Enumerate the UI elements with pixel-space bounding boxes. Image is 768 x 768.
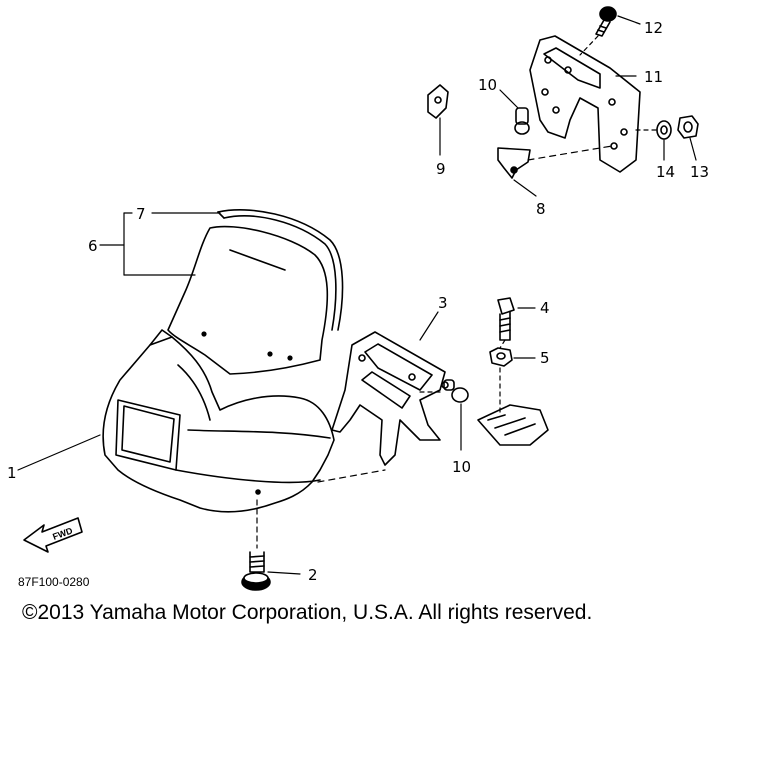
callout-2: 2 [308,566,318,584]
part-13-nut [677,115,699,139]
part-1-fairing [102,329,335,513]
callout-13: 13 [690,163,709,181]
mounting-plate [477,404,549,446]
copyright-notice: ©2013 Yamaha Motor Corporation, U.S.A. A… [22,601,593,624]
part-10-grommet-upper [514,107,530,135]
part-4-bolt [497,297,515,341]
callout-14: 14 [656,163,675,181]
part-9-clip [427,84,449,119]
callout-12: 12 [644,19,663,37]
callout-11: 11 [644,68,663,86]
callout-9: 9 [436,160,446,178]
part-5-nut [489,347,513,367]
part-3-bracket [331,331,449,466]
callout-8: 8 [536,200,546,218]
part-14-washer [656,120,672,140]
exploded-parts-diagram: FWD [7,6,709,591]
part-12-screw [595,6,617,37]
callout-4: 4 [540,299,550,317]
part-11-bracket-plate [529,35,641,173]
drawing-code: 87F100-0280 [18,575,90,589]
part-2-bolt [241,551,271,591]
callout-6: 6 [88,237,98,255]
leader-lines [17,15,697,575]
part-8-stay [497,147,531,179]
callout-1: 1 [7,464,17,482]
part-10-grommet-lower [443,379,469,403]
callout-3: 3 [438,294,448,312]
callout-10-upper: 10 [478,76,497,94]
callout-5: 5 [540,349,550,367]
callout-7: 7 [136,205,146,223]
part-6-windshield [167,225,329,375]
fwd-arrow-icon: FWD [23,517,83,553]
callout-10-lower: 10 [452,458,471,476]
